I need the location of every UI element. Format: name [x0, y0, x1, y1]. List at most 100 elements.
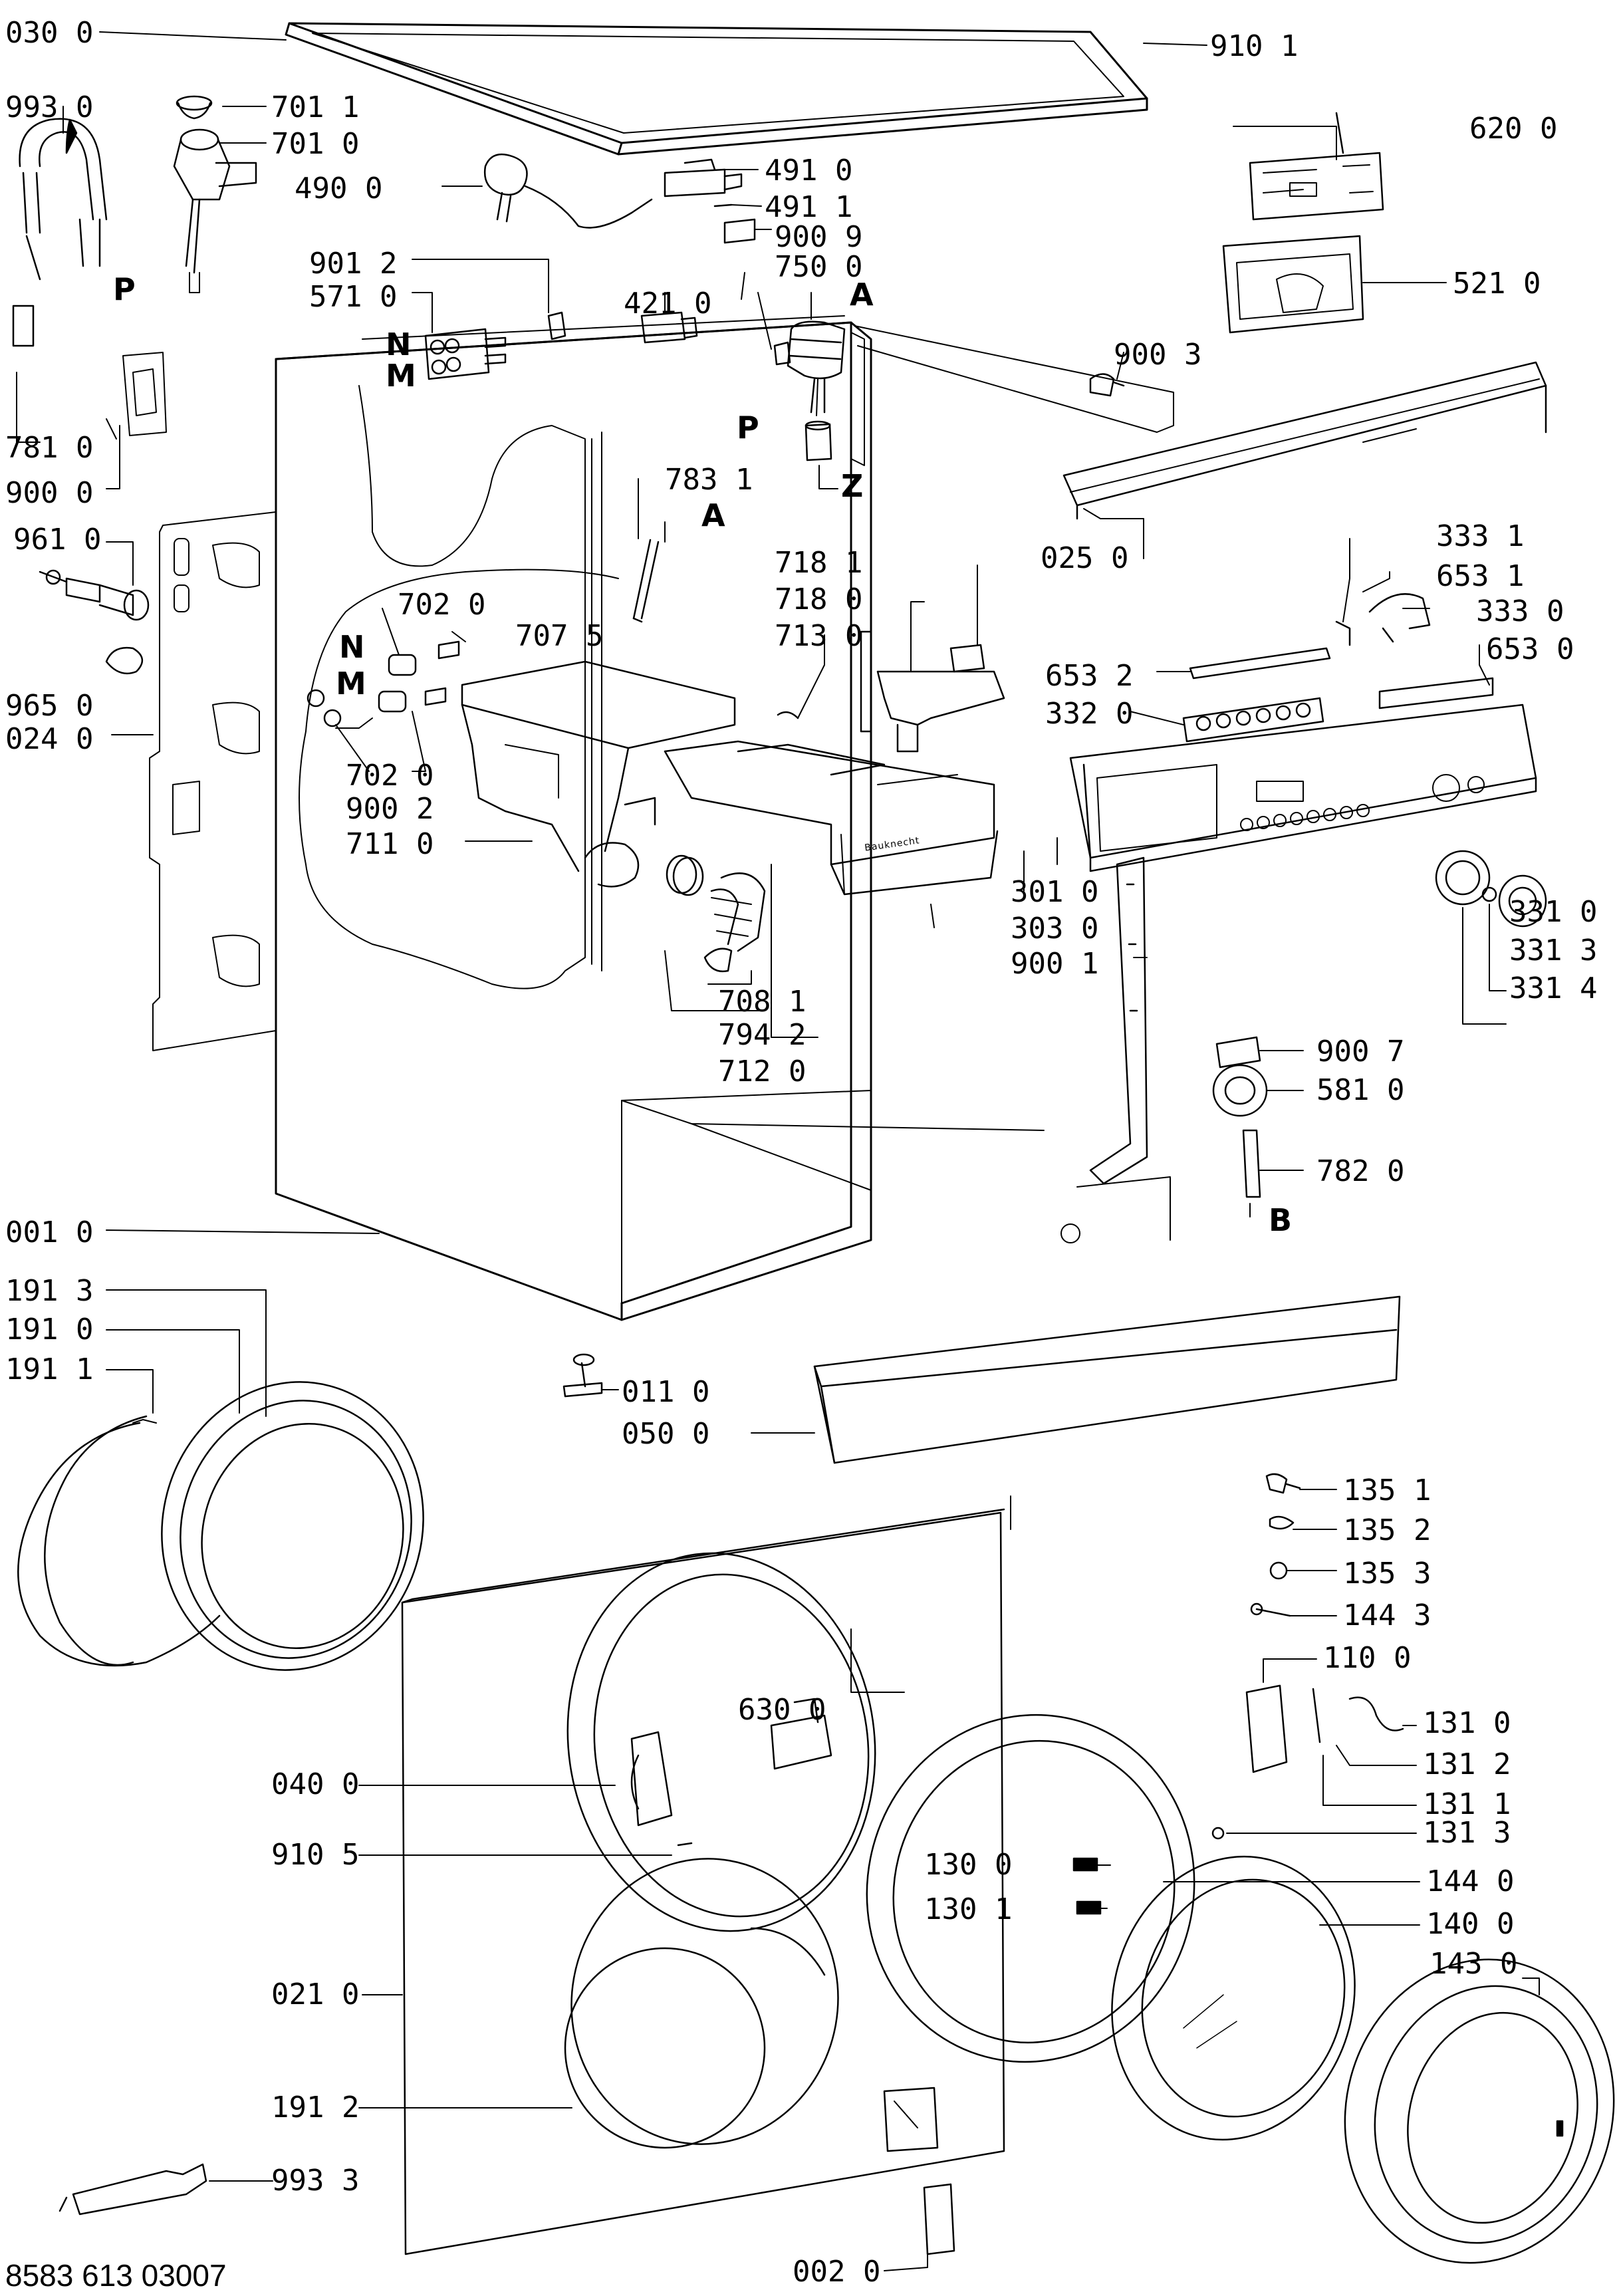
side-bracket: [1089, 856, 1148, 1185]
pressure-switch: [1212, 1036, 1268, 1198]
part-label-7010: 701 0: [271, 127, 360, 161]
part-label-6200: 620 0: [1469, 112, 1558, 146]
part-label-7011: 701 1: [271, 90, 360, 124]
filter-gasket: [105, 646, 143, 675]
part-label-0110: 011 0: [622, 1375, 710, 1409]
marker-n-hose: N: [339, 629, 365, 665]
part-label-7110: 711 0: [346, 827, 434, 861]
small-screws: [1250, 1473, 1301, 1617]
part-label-6532: 653 2: [1045, 659, 1134, 693]
part-label-9610: 961 0: [13, 523, 102, 557]
part-label-4910: 491 0: [765, 154, 853, 188]
top-lid: [285, 22, 1148, 156]
part-label-7020a: 702 0: [398, 588, 486, 622]
marker-a-rod: A: [701, 497, 725, 533]
part-label-3320: 332 0: [1045, 697, 1134, 731]
part-label-0500: 050 0: [622, 1417, 710, 1451]
part-label-1100: 110 0: [1323, 1641, 1412, 1675]
marker-p-hose: P: [113, 271, 136, 307]
dispenser-cap: [173, 95, 257, 293]
part-label-1300: 130 0: [924, 1848, 1013, 1882]
marker-z-pump: Z: [841, 468, 864, 504]
part-label-1910: 191 0: [5, 1313, 94, 1346]
part-label-3330: 333 0: [1476, 594, 1564, 628]
part-label-7942: 794 2: [718, 1018, 807, 1052]
part-label-7810: 781 0: [5, 431, 94, 465]
part-label-7500: 750 0: [775, 250, 863, 284]
part-label-7181: 718 1: [775, 546, 863, 580]
programme-knob: [1435, 850, 1547, 928]
part-label-0250: 025 0: [1041, 541, 1129, 575]
part-label-3030: 303 0: [1011, 912, 1099, 946]
part-label-7820: 782 0: [1316, 1154, 1405, 1188]
part-label-9003: 900 3: [1114, 338, 1202, 372]
part-label-1440: 144 0: [1426, 1864, 1515, 1898]
part-label-1430: 143 0: [1430, 1947, 1518, 1981]
panel-buttons: [1182, 593, 1494, 743]
part-label-5210: 521 0: [1453, 267, 1541, 301]
drain-hose-bellows: [666, 854, 766, 973]
part-label-5810: 581 0: [1316, 1073, 1405, 1107]
part-label-9002: 900 2: [346, 792, 434, 826]
door-bellows: [44, 1381, 424, 1671]
part-label-3314: 331 4: [1509, 971, 1598, 1005]
part-label-0240: 024 0: [5, 722, 94, 756]
part-label-9001: 900 1: [1011, 947, 1099, 981]
part-label-0400: 040 0: [271, 1767, 360, 1801]
part-label-4210: 421 0: [624, 287, 712, 320]
part-label-3331: 333 1: [1436, 519, 1525, 553]
part-label-1313: 131 3: [1423, 1816, 1511, 1850]
door-glass: [1111, 1855, 1356, 2141]
part-label-1310: 131 0: [1423, 1706, 1511, 1740]
drain-filter: [39, 569, 150, 621]
kick-plate: [813, 1295, 1401, 1464]
part-label-6300: 630 0: [738, 1693, 826, 1727]
marker-n-valve: N: [386, 326, 412, 362]
service-wrench: [59, 2163, 207, 2216]
part-label-1311: 131 1: [1423, 1787, 1511, 1821]
part-label-9105: 910 5: [271, 1838, 360, 1872]
part-label-7130: 713 0: [775, 619, 863, 653]
control-pcb: [1249, 112, 1384, 221]
part-label-7831: 783 1: [665, 463, 753, 497]
marker-b-tube: B: [1269, 1202, 1293, 1238]
part-label-7180: 718 0: [775, 582, 863, 616]
part-label-1301: 130 1: [924, 1892, 1013, 1926]
door-spring: [564, 1927, 826, 2149]
detergent-drawer: [664, 740, 999, 896]
dispenser-housing: [461, 660, 736, 888]
part-label-0020: 002 0: [793, 2255, 881, 2289]
marker-p-pump: P: [737, 410, 759, 446]
part-label-9009: 900 9: [775, 220, 863, 254]
adjustable-foot: [562, 1353, 603, 1398]
part-label-1352: 135 2: [1343, 1513, 1432, 1547]
part-label-1351: 135 1: [1343, 1473, 1432, 1507]
top-rail: [1062, 361, 1547, 520]
clamp-rings: [17, 1422, 839, 2145]
clip-9003: [1089, 373, 1125, 397]
part-label-5710: 571 0: [309, 280, 398, 314]
pump-assembly: [773, 320, 846, 461]
part-label-1400: 140 0: [1426, 1907, 1515, 1941]
diagram-reference-number: 8583 613 03007: [5, 2258, 227, 2293]
inlet-hose-993: [12, 118, 108, 347]
inner-door-frame: [866, 1714, 1195, 2063]
part-label-9933: 993 3: [271, 2164, 360, 2198]
part-label-7081: 708 1: [718, 985, 807, 1019]
part-label-1353: 135 3: [1343, 1557, 1432, 1591]
electronic-module: [1222, 235, 1364, 334]
outer-door-ring: [1344, 1958, 1615, 2264]
part-label-1312: 131 2: [1423, 1747, 1511, 1781]
inlet-valve: [424, 311, 566, 380]
part-label-7020b: 702 0: [346, 759, 434, 793]
hose-connector: [106, 352, 167, 440]
part-label-3010: 301 0: [1011, 875, 1099, 909]
part-label-0010: 001 0: [5, 1215, 94, 1249]
mains-cable: [483, 153, 653, 229]
part-label-1911: 191 1: [5, 1352, 94, 1386]
part-label-4911: 491 1: [765, 190, 853, 224]
part-label-1912: 191 2: [271, 2091, 360, 2124]
level-tube-rod: [632, 539, 660, 623]
